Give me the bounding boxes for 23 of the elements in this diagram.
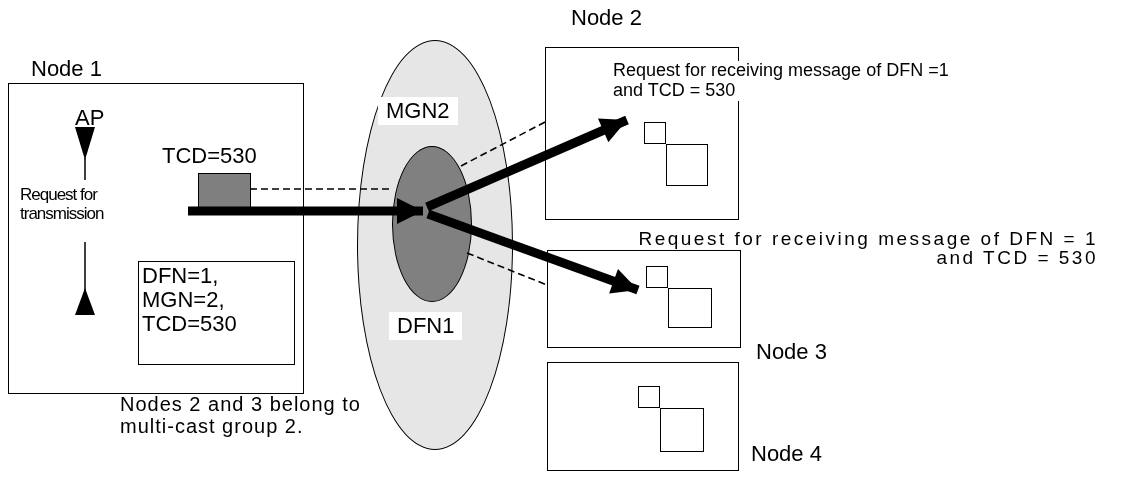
caption-text: Nodes 2 and 3 belong to multi-cast group 2. — [120, 393, 362, 437]
arrow — [426, 209, 640, 295]
connector-line — [466, 252, 548, 286]
square-box — [646, 266, 668, 288]
arrow — [425, 115, 629, 212]
label-text: AP — [75, 106, 105, 131]
square-box — [660, 408, 704, 452]
node-title: Node 4 — [751, 442, 822, 467]
node-title: Node 3 — [756, 340, 827, 365]
group-label: MGN2 — [378, 97, 458, 126]
arrow — [188, 198, 423, 224]
connector-line — [460, 121, 546, 167]
square-box — [638, 386, 660, 408]
square-box — [666, 144, 708, 186]
request-text: Request for receiving message of DFN = 1 and TCD = 530 — [637, 229, 1098, 267]
node-title: Node 2 — [571, 6, 642, 31]
packet-label: TCD=530 — [162, 144, 257, 169]
group-label: DFN1 — [389, 312, 463, 341]
square-box — [644, 122, 666, 144]
node-title: Node 1 — [31, 57, 102, 82]
square-box — [668, 288, 712, 328]
node-box — [138, 261, 295, 365]
parameter-text: DFN=1, MGN=2, TCD=530 — [142, 264, 238, 337]
